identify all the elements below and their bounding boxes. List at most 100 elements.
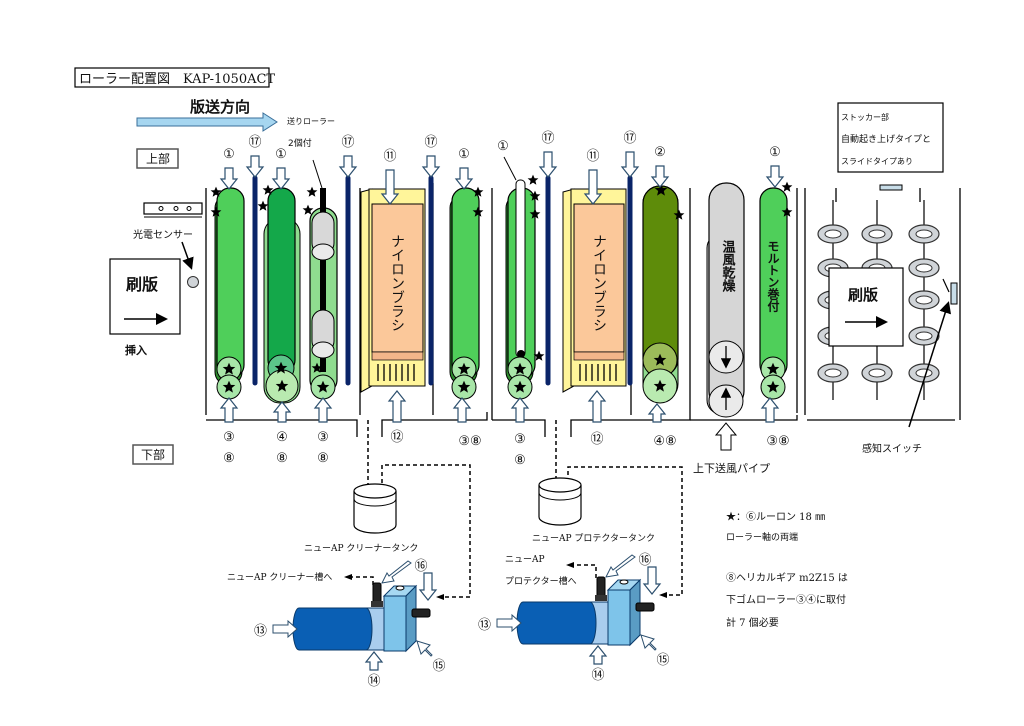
pump-marker-motor: ⑬ bbox=[254, 624, 267, 639]
top-marker-arrow bbox=[421, 155, 441, 178]
upper-label-box: 上部 bbox=[136, 148, 179, 169]
protector-pump: ⑬ ⑭ ⑮ ⑯ bbox=[478, 553, 670, 683]
roller-5 bbox=[449, 186, 484, 400]
protector-tank bbox=[538, 477, 582, 526]
top-marker-arrow bbox=[583, 169, 603, 205]
pump-body-side bbox=[405, 584, 417, 653]
bottom-marker-arrow bbox=[647, 403, 667, 423]
stacker-roller-hole bbox=[868, 229, 886, 239]
top-marker-label: ① bbox=[497, 139, 509, 154]
pump-marker-coupling: ⑭ bbox=[367, 674, 380, 689]
stacker-roller-hole bbox=[824, 229, 842, 239]
pump-marker-arrow bbox=[364, 651, 384, 671]
pump-marker-arrow bbox=[381, 560, 412, 584]
top-marker-arrow bbox=[271, 167, 291, 190]
warm-air-label: 温風乾燥 bbox=[720, 240, 736, 293]
guide-bars bbox=[252, 175, 633, 386]
top-marker-label: ⑪ bbox=[383, 149, 396, 164]
top-marker-label: ① bbox=[769, 145, 781, 160]
roller-1 bbox=[210, 186, 245, 400]
photo-sensor bbox=[187, 276, 199, 288]
detect-switch bbox=[950, 282, 958, 305]
protector-tank-label: ニューAP プロテクタータンク bbox=[532, 533, 655, 544]
top-marker-arrow bbox=[380, 169, 400, 205]
pump-body-side bbox=[629, 578, 641, 647]
legend: ★：⑥ルーロン 18 ㎜ ローラー軸の両端 ⑧ヘリカルギア m2Z15 は 下ゴ… bbox=[726, 511, 848, 629]
direction-arrow bbox=[136, 112, 278, 132]
stacker-roller-hole bbox=[915, 229, 933, 239]
insert-label: 挿入 bbox=[125, 343, 147, 357]
nylon-brush-1: ナイロンブラシ bbox=[360, 188, 426, 393]
stacker-roller-hole bbox=[915, 295, 933, 305]
pump-marker-body: ⑮ bbox=[432, 659, 445, 674]
stacker-roller-hole bbox=[915, 368, 933, 378]
pump-marker-fitting: ⑯ bbox=[638, 553, 651, 568]
legend-line-5: 下ゴムローラー③④に取付 bbox=[726, 593, 846, 606]
top-marker-arrow bbox=[650, 165, 670, 188]
cleaner-pump: ⑬ ⑭ ⑮ ⑯ bbox=[254, 559, 446, 689]
top-marker-arrow bbox=[245, 155, 265, 178]
pump-marker-arrow bbox=[416, 640, 433, 657]
bottom-marker-arrow bbox=[219, 397, 239, 423]
direction-label: 版送方向 bbox=[190, 98, 250, 116]
pump-marker-arrow bbox=[418, 572, 438, 601]
bottom-marker-label-2: ⑧ bbox=[276, 451, 288, 466]
top-marker-label: ⑰ bbox=[623, 131, 636, 146]
nylon-brush-label-1: ナイロンブラシ bbox=[389, 234, 405, 332]
stacker-note-2: 自動起き上げタイプと bbox=[841, 133, 931, 145]
pump-marker-motor: ⑬ bbox=[478, 618, 491, 633]
cleaner-tank-label: ニューAP クリーナータンク bbox=[304, 543, 418, 554]
bottom-marker-label: ③ bbox=[223, 430, 235, 445]
bottom-marker-label: ③ bbox=[514, 432, 526, 447]
stacker-note-3: スライドタイプあり bbox=[841, 157, 913, 166]
bottom-marker-arrow bbox=[510, 397, 530, 423]
cleaner-outlet-label: ニューAP クリーナー槽へ bbox=[227, 571, 332, 583]
bottom-marker-label: ③⑧ bbox=[458, 434, 481, 449]
stacker-roller-hole bbox=[824, 368, 842, 378]
bottom-marker-label: ④⑧ bbox=[653, 434, 676, 449]
inlet-fitting bbox=[411, 608, 431, 618]
stacker-plate-box: 刷版 bbox=[828, 267, 904, 347]
outlet-nut bbox=[371, 601, 383, 607]
legend-line-6: 計 7 個必要 bbox=[726, 616, 779, 629]
air-pipe-label: 上下送風パイプ bbox=[693, 461, 770, 475]
motor bbox=[292, 607, 375, 651]
frame-lines bbox=[205, 180, 961, 437]
top-marker-arrow bbox=[338, 155, 358, 178]
stacker-roller-hole bbox=[915, 331, 933, 341]
detect-switch-pointer bbox=[908, 301, 951, 428]
pump-marker-arrow bbox=[605, 554, 636, 578]
bottom-marker-arrow bbox=[387, 390, 407, 423]
top-marker-label: ⑰ bbox=[424, 135, 437, 150]
detect-switch-lever bbox=[942, 278, 950, 293]
stacker-roller-hole bbox=[868, 368, 886, 378]
stacker-top-bar bbox=[879, 184, 903, 191]
protector-outlet-label-2: プロテクター槽へ bbox=[505, 575, 577, 587]
pump-cap bbox=[395, 585, 405, 591]
bottom-marker-label: ⑫ bbox=[590, 432, 603, 447]
upper-label: 上部 bbox=[146, 151, 170, 166]
bottom-marker-label: ③ bbox=[317, 430, 329, 445]
top-marker-arrow bbox=[620, 151, 640, 178]
cleaner-tank bbox=[353, 483, 397, 534]
legend-line-4: ⑧ヘリカルギア m2Z15 は bbox=[726, 572, 848, 584]
pump-marker-coupling: ⑭ bbox=[591, 668, 604, 683]
top-marker-label: ① bbox=[275, 147, 287, 162]
air-pipe-arrow bbox=[714, 422, 738, 451]
roller-3-feed bbox=[302, 186, 338, 400]
stacker-note-1: ストッカー部 bbox=[841, 112, 889, 122]
outlet-fitting bbox=[596, 576, 606, 598]
stacker-plate-label: 刷版 bbox=[848, 286, 878, 304]
inlet-fitting bbox=[635, 602, 655, 612]
stacker-note-box: ストッカー部 自動起き上げタイプと スライドタイプあり bbox=[837, 102, 944, 173]
pump-marker-body: ⑮ bbox=[656, 653, 669, 668]
pump-marker-fitting: ⑯ bbox=[414, 559, 427, 574]
top-marker-label: ⑰ bbox=[341, 135, 354, 150]
pump-marker-arrow bbox=[640, 634, 657, 651]
sensor-pointer bbox=[181, 241, 194, 270]
protector-outlet-label-1: ニューAP bbox=[505, 555, 545, 565]
pump-marker-arrow bbox=[496, 613, 522, 633]
